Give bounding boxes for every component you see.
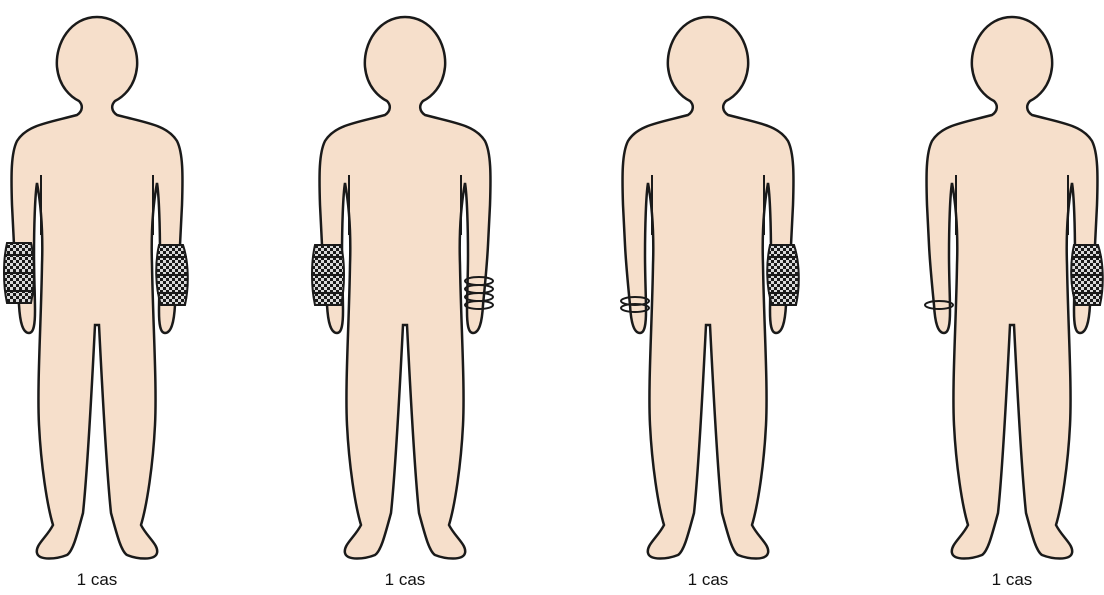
beaded-cuff-right-wrist (4, 243, 34, 303)
figure-3 (621, 17, 799, 559)
figure-4-caption: 1 cas (952, 570, 1072, 590)
figure-1-caption: 1 cas (37, 570, 157, 590)
figure-3-caption: 1 cas (648, 570, 768, 590)
figure-4 (925, 17, 1103, 559)
figure-1 (4, 17, 188, 559)
figure-2 (312, 17, 493, 559)
beaded-cuff-right-wrist (312, 245, 344, 305)
figure-2-caption: 1 cas (345, 570, 465, 590)
beaded-cuff-left-wrist (767, 245, 799, 305)
beaded-cuff-left-wrist (156, 245, 188, 305)
beaded-cuff-left-wrist (1071, 245, 1103, 305)
